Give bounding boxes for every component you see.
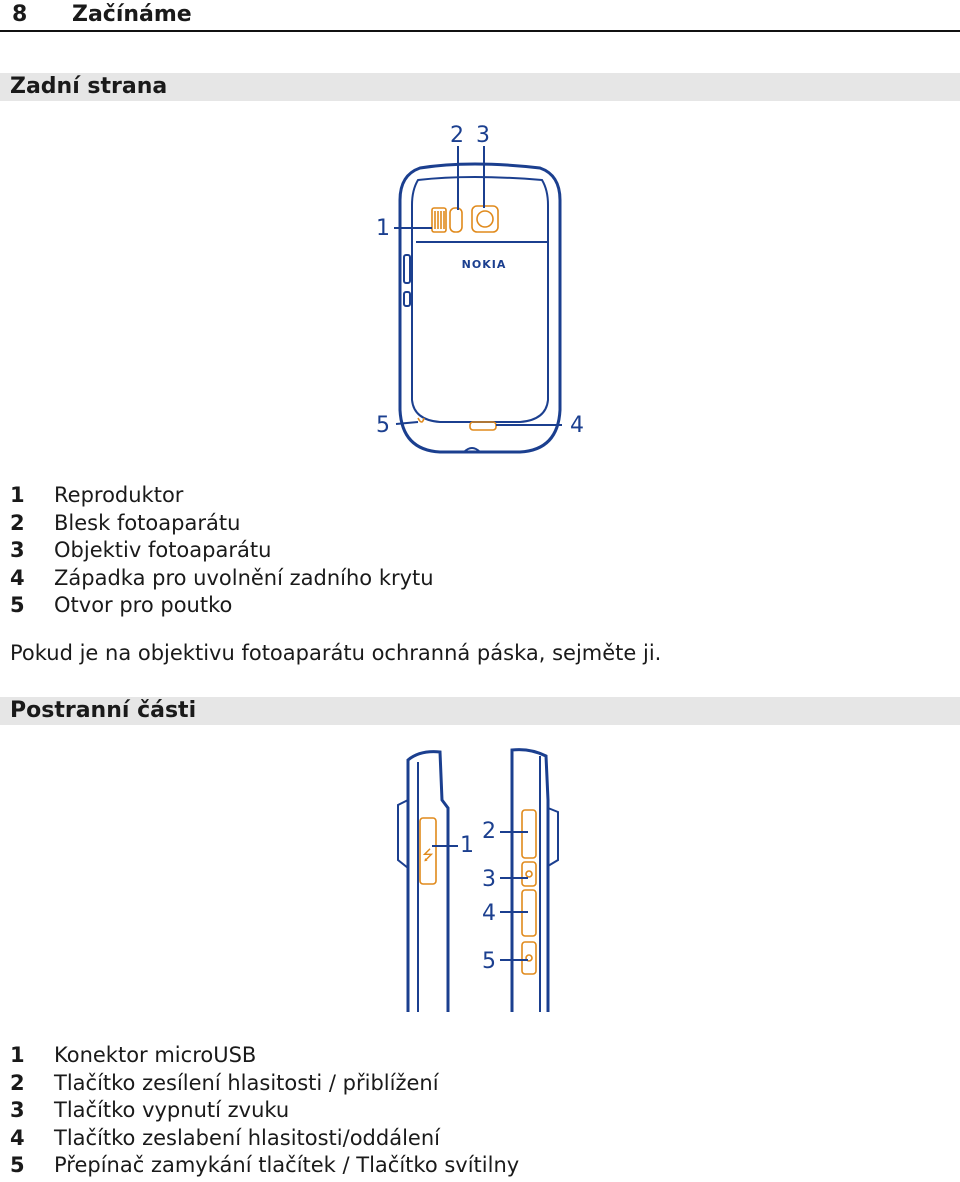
- section-heading-sides: Postranní části: [0, 697, 960, 725]
- section-heading-back: Zadní strana: [0, 73, 960, 101]
- page-header: 8 Začínáme: [0, 0, 960, 32]
- svg-text:⭍: ⭍: [422, 848, 434, 864]
- nokia-logo: NOKIA: [462, 258, 507, 271]
- callout-back-4: 4: [570, 413, 584, 438]
- callout-side-5: 5: [482, 949, 496, 974]
- callout-back-2: 2: [450, 123, 464, 148]
- chapter-title: Začínáme: [72, 2, 192, 27]
- callout-back-1: 1: [376, 216, 390, 241]
- callout-side-4: 4: [482, 901, 496, 926]
- callout-side-1: 1: [460, 833, 474, 858]
- section-title-sides: Postranní části: [10, 698, 197, 723]
- callout-side-2: 2: [482, 819, 496, 844]
- callout-side-3: 3: [482, 867, 496, 892]
- section-title-back: Zadní strana: [10, 74, 168, 99]
- phone-back-illustration: NOKIA 2 3 1 5 4: [376, 123, 584, 454]
- callout-back-5: 5: [376, 413, 390, 438]
- callout-back-3: 3: [476, 123, 490, 148]
- phone-sides-illustration: ⭍ 1 2 3 4 5: [397, 748, 559, 1012]
- page-number: 8: [12, 2, 28, 27]
- camera-tape-note: Pokud je na objektivu fotoaparátu ochran…: [10, 641, 662, 665]
